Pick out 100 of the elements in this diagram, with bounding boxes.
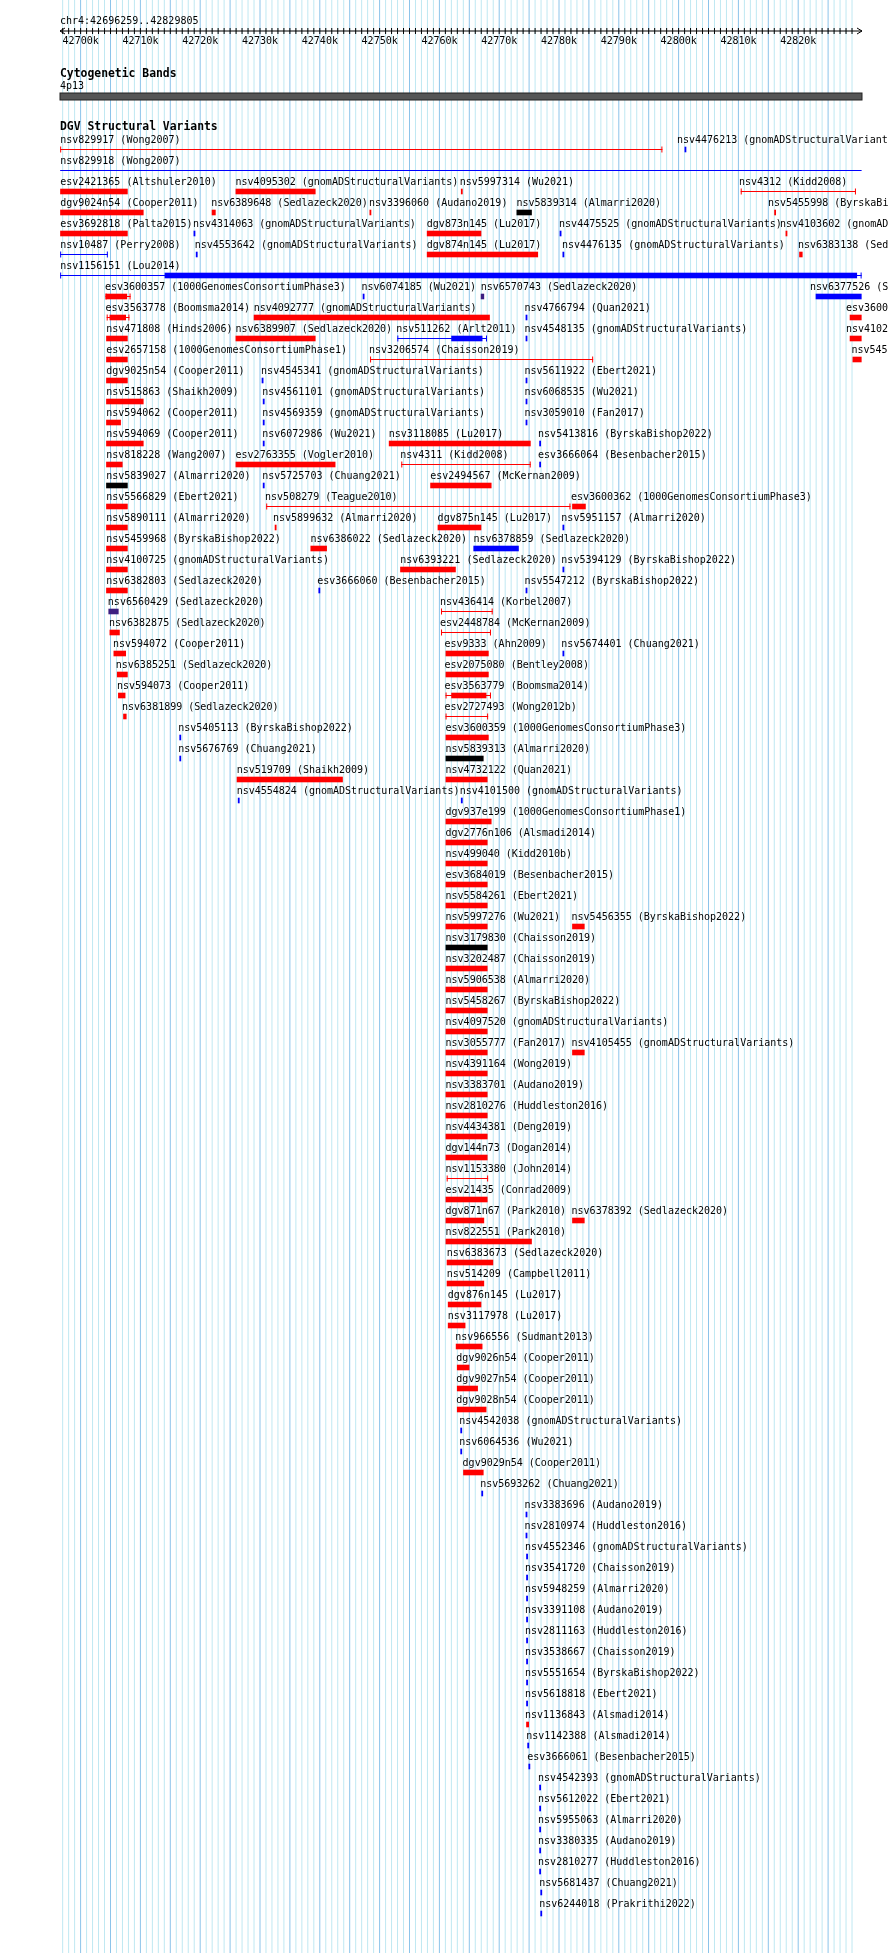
variant-label: nsv6389648 (Sedlazeck2020) bbox=[211, 197, 368, 209]
variant-label: nsv3538667 (Chaisson2019) bbox=[525, 1646, 676, 1658]
variant-label: nsv5584261 (Ebert2021) bbox=[445, 890, 578, 902]
variant-label: nsv6378392 (Sedlazeck2020) bbox=[571, 1205, 729, 1217]
variant-label: esv9333 (Ahn2009) bbox=[444, 638, 547, 650]
variant-label: nsv5676769 (Chuang2021) bbox=[178, 743, 317, 755]
variant-label: nsv5674401 (Chuang2021) bbox=[561, 638, 700, 650]
variant-label: nsv514209 (Campbell2011) bbox=[446, 1268, 592, 1280]
variant-label: nsv4101500 (gnomADStructuralVariants) bbox=[459, 785, 683, 797]
variant-label: nsv515863 (Shaikh2009) bbox=[106, 386, 239, 398]
variant-label: nsv499040 (Kidd2010b) bbox=[445, 848, 572, 860]
variant-label: nsv5951157 (Almarri2020) bbox=[561, 512, 706, 524]
variant-label: esv21435 (Conrad2009) bbox=[445, 1184, 572, 1196]
variant-label: nsv4103602 (gnomAD bbox=[780, 218, 889, 230]
variant-label: nsv829918 (Wong2007) bbox=[60, 155, 181, 167]
variant-label: dgv873n145 (Lu2017) bbox=[426, 218, 542, 230]
variant-label: nsv594062 (Cooper2011) bbox=[106, 407, 239, 419]
variant-label: nsv436414 (Korbel2007) bbox=[439, 596, 573, 608]
variant-label: nsv5413816 (ByrskaBishop2022) bbox=[538, 428, 713, 440]
variant-label: dgv9026n54 (Cooper2011) bbox=[456, 1352, 595, 1364]
variant-label: dgv9028n54 (Cooper2011) bbox=[456, 1394, 595, 1406]
variant-label: nsv3383701 (Audano2019) bbox=[445, 1079, 585, 1091]
variant-label: nsv5693262 (Chuang2021) bbox=[480, 1478, 619, 1490]
variant-label: esv2727493 (Wong2012b) bbox=[444, 701, 577, 713]
variant-label: nsv4476213 (gnomADStructuralVariant bbox=[677, 134, 888, 146]
track-title: Cytogenetic Bands bbox=[60, 67, 177, 80]
variant-label: nsv6064536 (Wu2021) bbox=[459, 1436, 574, 1448]
variant-label: nsv4312 (Kidd2008) bbox=[739, 176, 848, 188]
ruler-coordinates: chr4:42696259..42829805 bbox=[60, 15, 199, 27]
variant-label: nsv1136843 (Alsmadi2014) bbox=[525, 1709, 670, 1721]
variant-label: esv3666061 (Besenbacher2015) bbox=[527, 1751, 696, 1763]
variant-label: nsv4100725 (gnomADStructuralVariants) bbox=[106, 554, 329, 566]
variant-label: nsv6386022 (Sedlazeck2020) bbox=[310, 533, 467, 545]
variant-label: nsv5681437 (Chuang2021) bbox=[539, 1877, 678, 1889]
tick-label: 42800k bbox=[660, 35, 697, 47]
variant-label: dgv871n67 (Park2010) bbox=[445, 1205, 566, 1217]
variant-label: nsv6381899 (Sedlazeck2020) bbox=[122, 701, 279, 713]
variant-label: nsv4314063 (gnomADStructuralVariants) bbox=[193, 218, 416, 230]
variant-label: nsv594069 (Cooper2011) bbox=[106, 428, 239, 440]
variant-label: nsv4732122 (Quan2021) bbox=[445, 764, 572, 776]
variant-label: nsv6383138 (Sed bbox=[798, 239, 889, 251]
variant-label: nsv4095302 (gnomADStructuralVariants) bbox=[235, 176, 459, 188]
variant-label: nsv3380335 (Audano2019) bbox=[538, 1835, 677, 1847]
variant-label: nsv5839027 (Almarri2020) bbox=[106, 470, 251, 482]
variant-label: nsv6074185 (Wu2021) bbox=[361, 281, 476, 293]
variant-label: esv2657158 (1000GenomesConsortiumPhase1) bbox=[106, 344, 347, 356]
variant-label: nsv4553642 (gnomADStructuralVariants) bbox=[194, 239, 418, 251]
variant-label: nsv4554824 (gnomADStructuralVariants) bbox=[236, 785, 460, 797]
variant-label: esv2448784 (McKernan2009) bbox=[439, 617, 591, 629]
variant-label: nsv508279 (Teague2010) bbox=[265, 491, 398, 503]
variant-label: esv3666064 (Besenbacher2015) bbox=[538, 449, 707, 461]
variant-label: nsv5899632 (Almarri2020) bbox=[273, 512, 418, 524]
variant-label: dgv9027n54 (Cooper2011) bbox=[456, 1373, 595, 1385]
variant-label: nsv5997276 (Wu2021) bbox=[445, 911, 560, 923]
variant-label: nsv4391164 (Wong2019) bbox=[445, 1058, 572, 1070]
variant-label: nsv3179830 (Chaisson2019) bbox=[445, 932, 597, 944]
variant-label: nsv3383696 (Audano2019) bbox=[524, 1499, 663, 1511]
variant-label: esv2494567 (McKernan2009) bbox=[430, 470, 581, 482]
tick-label: 42760k bbox=[421, 35, 458, 47]
variant-label: nsv5405113 (ByrskaBishop2022) bbox=[178, 722, 353, 734]
variant-label: esv3666060 (Besenbacher2015) bbox=[317, 575, 486, 587]
tick-label: 42810k bbox=[720, 35, 757, 47]
variant-label: nsv5948259 (Almarri2020) bbox=[525, 1583, 670, 1595]
variant-label: nsv5906538 (Almarri2020) bbox=[445, 974, 591, 986]
variant-label: nsv4476135 (gnomADStructuralVariants) bbox=[561, 239, 785, 251]
variant-label: nsv5725703 (Chuang2021) bbox=[262, 470, 401, 482]
variant-label: nsv829917 (Wong2007) bbox=[60, 134, 181, 146]
variant-label: esv3600 bbox=[846, 302, 889, 314]
variant-label: nsv6393221 (Sedlazeck2020) bbox=[400, 554, 557, 566]
variant-label: nsv3117978 (Lu2017) bbox=[447, 1310, 563, 1322]
variant-label: nsv6244018 (Prakrithi2022) bbox=[539, 1898, 696, 1910]
variant-label: esv3684019 (Besenbacher2015) bbox=[445, 869, 615, 881]
variant-label: nsv3391108 (Audano2019) bbox=[525, 1604, 664, 1616]
variant-label: dgv876n145 (Lu2017) bbox=[447, 1289, 563, 1301]
variant-label: dgv937e199 (1000GenomesConsortiumPhase1) bbox=[445, 806, 687, 818]
variant-label: nsv6377526 (S bbox=[810, 281, 889, 293]
variant-label: dgv874n145 (Lu2017) bbox=[426, 239, 542, 251]
variant-label: nsv5566829 (Ebert2021) bbox=[106, 491, 239, 503]
variant-label: nsv2810276 (Huddleston2016) bbox=[445, 1100, 609, 1112]
variant-label: nsv6072986 (Wu2021) bbox=[262, 428, 377, 440]
variant-label: nsv594073 (Cooper2011) bbox=[116, 680, 250, 692]
variant-label: nsv471808 (Hinds2006) bbox=[106, 323, 233, 335]
variant-label: nsv6383673 (Sedlazeck2020) bbox=[446, 1247, 604, 1259]
tick-label: 42790k bbox=[600, 35, 637, 47]
variant-label: nsv2811163 (Huddleston2016) bbox=[525, 1625, 688, 1637]
variant-label: nsv5612022 (Ebert2021) bbox=[538, 1793, 671, 1805]
variant-label: nsv2810974 (Huddleston2016) bbox=[524, 1520, 687, 1532]
variant-label: nsv966556 (Sudmant2013) bbox=[455, 1331, 594, 1343]
variant-label: nsv4475525 (gnomADStructuralVariants) bbox=[559, 218, 782, 230]
variant-label: esv3563779 (Boomsma2014) bbox=[444, 680, 589, 692]
variant-label: nsv5547212 (ByrskaBishop2022) bbox=[524, 575, 700, 587]
variant-label: nsv5890111 (Almarri2020) bbox=[106, 512, 251, 524]
variant-label: nsv10487 (Perry2008) bbox=[60, 239, 181, 251]
variant-label: nsv5458267 (ByrskaBishop2022) bbox=[445, 995, 621, 1007]
variant-label: nsv5611922 (Ebert2021) bbox=[524, 365, 657, 377]
variant-label: nsv4548135 (gnomADStructuralVariants) bbox=[524, 323, 748, 335]
variant-label: nsv2810277 (Huddleston2016) bbox=[538, 1856, 701, 1868]
tick-label: 42820k bbox=[780, 35, 817, 47]
variant-label: esv2075080 (Bentley2008) bbox=[444, 659, 589, 671]
variant-label: dgv9029n54 (Cooper2011) bbox=[462, 1457, 602, 1469]
